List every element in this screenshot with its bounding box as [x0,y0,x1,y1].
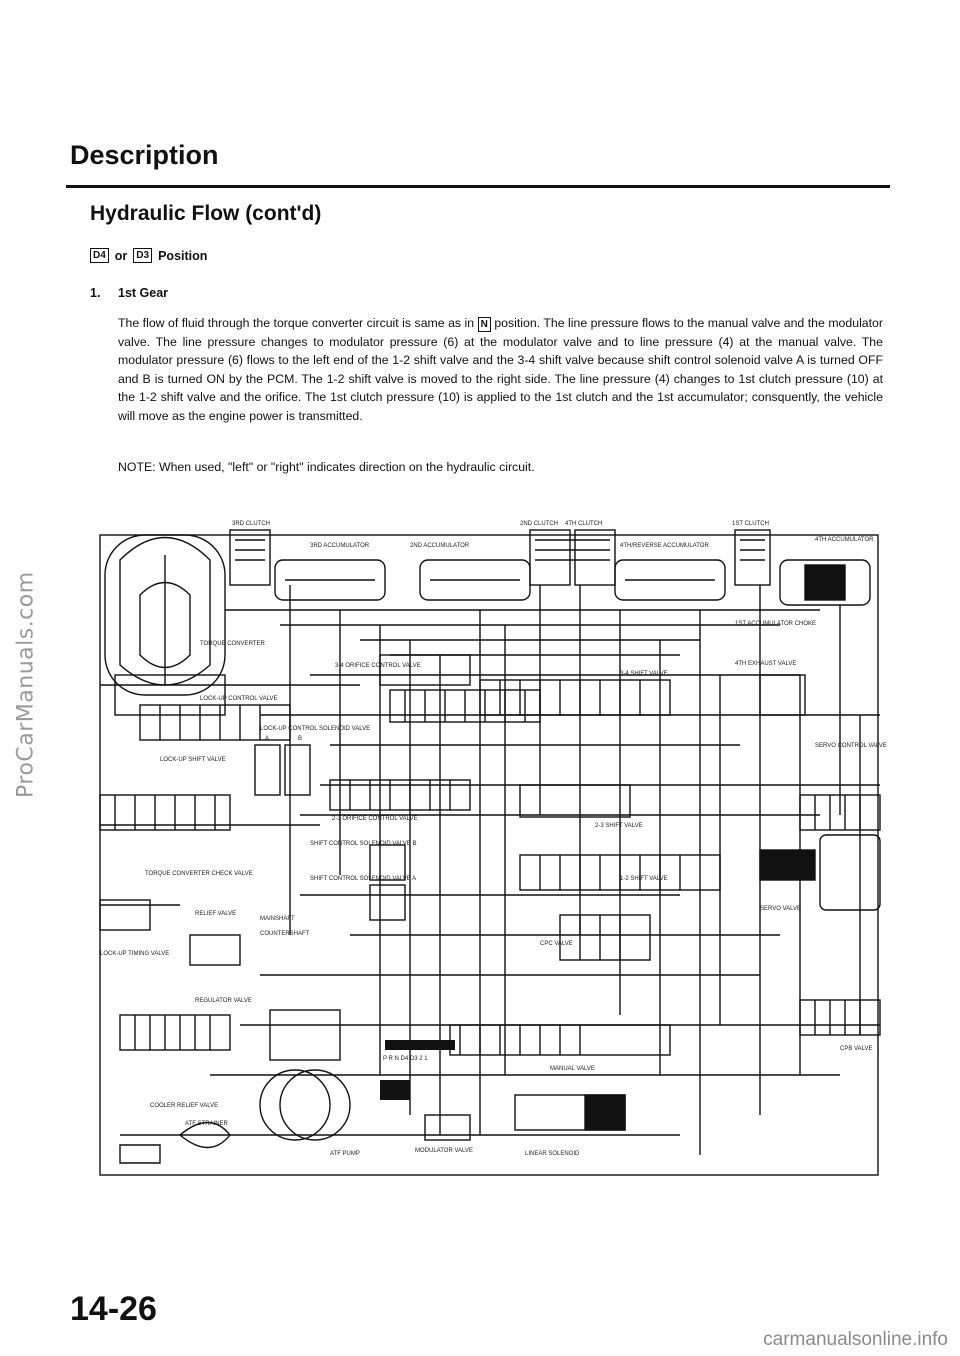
lock-up-shift-valve-label: LOCK-UP SHIFT VALVE [160,757,226,763]
relief-valve-label: RELIEF VALVE [195,911,236,917]
gear-number: 1. [90,286,101,300]
cooler-relief-valve-label: COOLER RELIEF VALVE [150,1103,218,1109]
one-two-shift-valve-label: 1-2 SHIFT VALVE [620,876,668,882]
countershaft-label: COUNTERSHAFT [260,931,310,937]
gear-heading: 1. 1st Gear [90,286,168,300]
solenoid-a-label: A [265,736,269,742]
two-three-shift-valve-label: 2-3 SHIFT VALVE [595,823,643,829]
shift-control-solenoid-valve-b-label: SHIFT CONTROL SOLENOID VALVE B [310,841,416,847]
position-line: D4 or D3 Position [90,248,207,263]
fourth-accumulator-label: 4TH ACCUMULATOR [815,537,874,543]
shift-control-solenoid-valve-a-label: SHIFT CONTROL SOLENOID VALVE A [310,876,416,882]
torque-converter-check-valve-label: TORQUE CONVERTER CHECK VALVE [145,871,253,877]
torque-converter-label: TORQUE CONVERTER [200,641,265,647]
body-paragraph: The flow of fluid through the torque con… [118,314,883,426]
third-clutch-label: 3RD CLUTCH [232,521,270,527]
fourth-exhaust-valve-label: 4TH EXHAUST VALVE [735,661,796,667]
three-four-orifice-control-valve-label: 3-4 ORIFICE CONTROL VALVE [335,663,421,669]
lock-up-control-valve-label: LOCK-UP CONTROL VALVE [200,696,277,702]
hydraulic-circuit-svg: 3RD CLUTCH 3RD ACCUMULATOR 2ND CLUTCH 4T… [99,521,887,1176]
d3-key-icon: D3 [133,248,153,263]
footer-site: carmanualsonline.info [763,1329,948,1350]
third-accumulator-label: 3RD ACCUMULATOR [310,543,370,549]
linear-solenoid-label: LINEAR SOLENOID [525,1151,580,1157]
second-accumulator-label: 2ND ACCUMULATOR [410,543,470,549]
three-four-shift-valve-label: 3-4 SHIFT VALVE [620,671,668,677]
gear-title: 1st Gear [118,286,169,300]
fourth-reverse-accumulator-label: 4TH/REVERSE ACCUMULATOR [620,543,709,549]
fourth-clutch-label: 4TH CLUTCH [565,521,602,527]
d4-key-icon: D4 [90,248,109,263]
modulator-valve-label: MODULATOR VALVE [415,1148,473,1154]
position-connector: or [114,248,128,263]
watermark: ProCarManuals.com [13,571,39,799]
cpc-valve-label: CPC VALVE [540,941,573,947]
two-three-orifice-control-valve-label: 2-3 ORIFICE CONTROL VALVE [332,816,418,822]
n-key-icon: N [477,317,491,332]
servo-valve-label: SERVO VALVE [760,906,801,912]
second-clutch-label: 2ND CLUTCH [520,521,558,527]
atf-strainer-label: ATF STRAINER [185,1121,229,1127]
diagram-labels: 3RD CLUTCH 3RD ACCUMULATOR 2ND CLUTCH 4T… [100,521,887,1157]
page-number: 14-26 [70,1290,157,1328]
body-text-1: The flow of fluid through the torque con… [118,316,478,330]
first-accumulator-choke-label: 1ST ACCUMULATOR CHOKE [735,621,816,627]
reverse-valve-label: CPB VALVE [840,1046,872,1052]
lock-up-timing-valve-label: LOCK-UP TIMING VALVE [100,951,169,957]
note: NOTE: When used, "left" or "right" indic… [118,460,535,474]
hydraulic-circuit-diagram: 3RD CLUTCH 3RD ACCUMULATOR 2ND CLUTCH 4T… [60,515,890,1180]
position-label: Position [158,248,208,263]
solenoid-b-label: B [298,736,302,742]
lock-up-control-solenoid-valve-label: LOCK-UP CONTROL SOLENOID VALVE [260,726,370,732]
atf-pump-label: ATF PUMP [330,1151,360,1157]
section-title: Description [70,140,219,170]
regulator-valve-label: REGULATOR VALVE [195,998,252,1004]
servo-control-valve-label: SERVO CONTROL VALVE [815,743,887,749]
manual-valve-positions: P R N D4 D3 2 1 [383,1056,428,1062]
title-rule [66,185,890,188]
body-text-2: position. The line pressure flows to the… [118,316,883,423]
manual-valve-label: MANUAL VALVE [550,1066,595,1072]
first-clutch-label: 1ST CLUTCH [732,521,769,527]
subtitle: Hydraulic Flow (cont'd) [90,202,322,225]
mainshaft-label: MAINSHAFT [260,916,295,922]
